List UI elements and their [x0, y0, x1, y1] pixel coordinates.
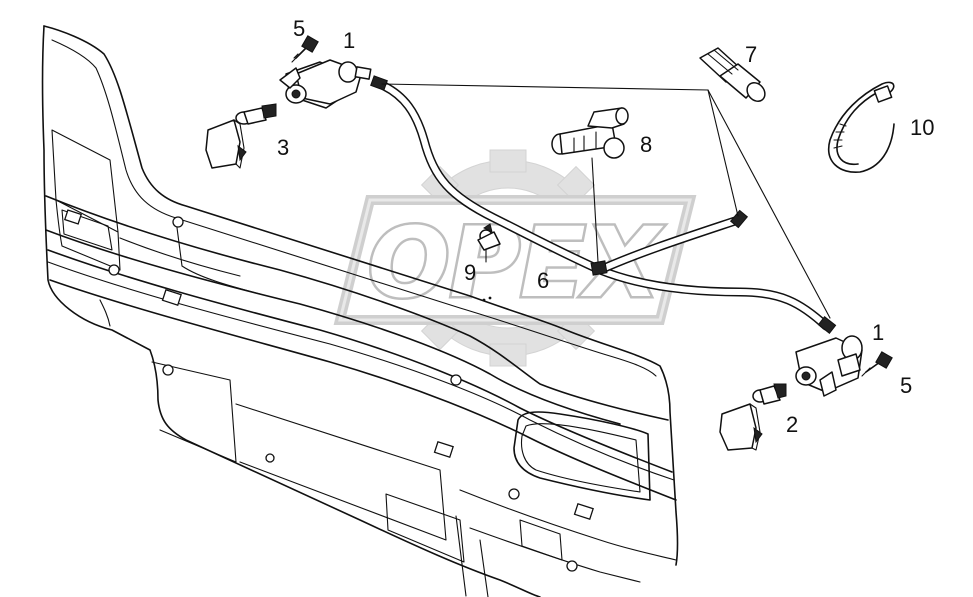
elbow-fitting-left	[235, 103, 277, 125]
cover-cap-left	[205, 119, 247, 169]
cover-cap-right	[719, 403, 763, 451]
clip-9-dots	[482, 296, 492, 302]
callout-3: 3	[277, 135, 289, 160]
screw-left	[291, 35, 319, 63]
hose-clip-10	[827, 81, 895, 173]
callout-6: 6	[537, 268, 549, 293]
hose-connector-7	[699, 47, 766, 102]
callout-9: 9	[464, 260, 476, 285]
washer-nozzle-left	[279, 59, 372, 109]
front-bumper	[41, 25, 679, 597]
callout-8: 8	[640, 132, 652, 157]
callout-10: 10	[910, 115, 934, 140]
watermark-badge	[333, 195, 697, 325]
elbow-fitting-right	[752, 383, 787, 405]
washer-hoses	[370, 75, 837, 334]
callout-5-right: 5	[900, 373, 912, 398]
leader-lines	[381, 83, 831, 319]
callout-labels: 1 5 3 7 8 10 9 6 1 5 2	[277, 16, 934, 437]
callout-2: 2	[786, 412, 798, 437]
washer-nozzle-right	[795, 335, 863, 397]
tee-connector-8	[551, 107, 629, 159]
bumper-fixings	[63, 209, 594, 572]
callout-5-left: 5	[293, 16, 305, 41]
callout-1-right: 1	[872, 320, 884, 345]
callout-1-left: 1	[343, 28, 355, 53]
screw-right	[861, 351, 893, 377]
callout-7: 7	[745, 42, 757, 67]
clip-9	[477, 223, 501, 251]
